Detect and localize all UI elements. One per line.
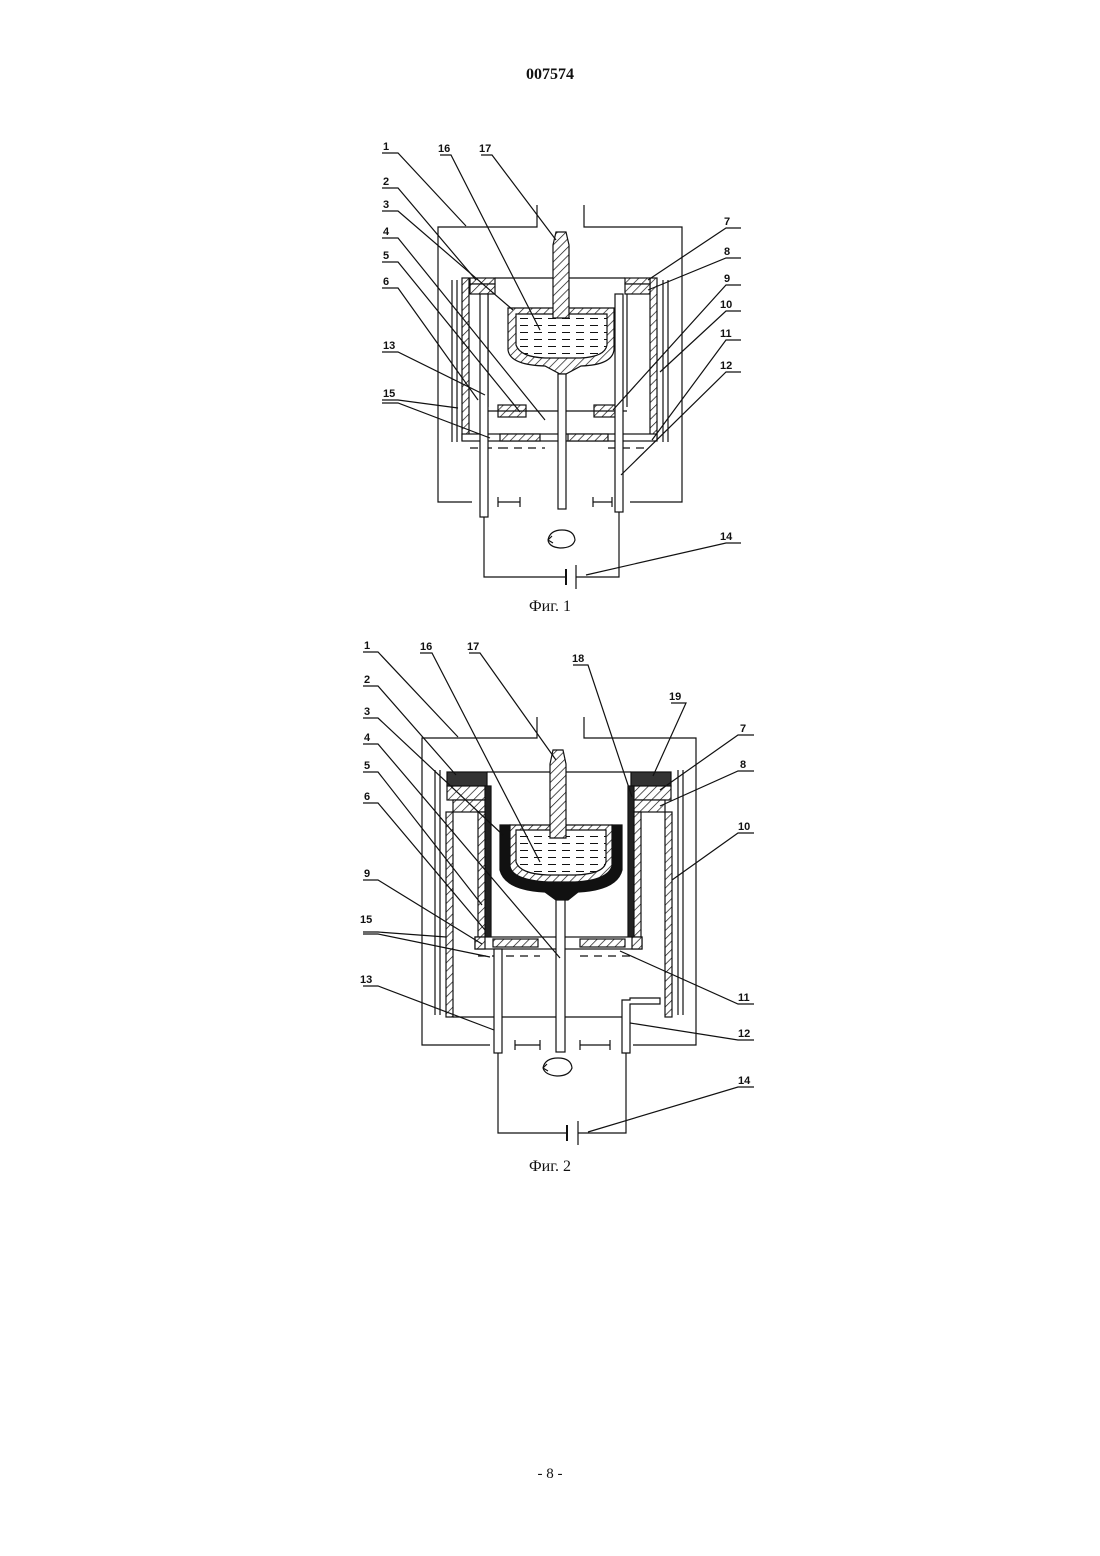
fig2-label-16: 16 <box>420 641 432 653</box>
fig1-label-17: 17 <box>479 143 491 155</box>
fig1-label-15: 15 <box>383 388 395 400</box>
fig2-label-18: 18 <box>572 653 584 665</box>
fig2-label-10: 10 <box>738 821 750 833</box>
fig2-label-9: 9 <box>364 868 370 880</box>
fig1-label-9: 9 <box>724 273 730 285</box>
fig2-label-8: 8 <box>740 759 746 771</box>
fig2-label-13: 13 <box>360 974 372 986</box>
fig1-label-7: 7 <box>724 216 730 228</box>
fig2-label-17: 17 <box>467 641 479 653</box>
page-number: - 8 - <box>0 1466 1100 1483</box>
fig1-label-10: 10 <box>720 299 732 311</box>
fig2-label-7: 7 <box>740 723 746 735</box>
figure-1-caption: Фиг. 1 <box>0 598 1100 616</box>
fig2-label-1: 1 <box>364 640 370 652</box>
fig2-label-14: 14 <box>738 1075 751 1087</box>
fig1-label-13: 13 <box>383 340 395 352</box>
fig2-label-3: 3 <box>364 706 370 718</box>
figure-1-diagram: 1 2 3 4 5 6 13 15 16 17 7 8 9 10 11 12 1… <box>0 130 1100 600</box>
fig1-label-12: 12 <box>720 360 732 372</box>
fig1-label-8: 8 <box>724 246 730 258</box>
figure-2-caption: Фиг. 2 <box>0 1158 1100 1176</box>
fig2-label-12: 12 <box>738 1028 750 1040</box>
fig2-label-2: 2 <box>364 674 370 686</box>
fig1-label-16: 16 <box>438 143 450 155</box>
fig2-label-5: 5 <box>364 760 370 772</box>
fig2-label-4: 4 <box>364 732 371 744</box>
fig2-label-19: 19 <box>669 691 681 703</box>
document-number: 007574 <box>0 66 1100 84</box>
fig1-label-5: 5 <box>383 250 389 262</box>
figure-2-diagram: 1 2 3 4 5 6 9 15 13 16 17 18 19 7 8 10 1… <box>0 635 1100 1160</box>
fig1-label-14: 14 <box>720 531 733 543</box>
fig1-label-2: 2 <box>383 176 389 188</box>
fig1-label-11: 11 <box>720 328 732 340</box>
fig2-label-15: 15 <box>360 914 372 926</box>
fig1-label-6: 6 <box>383 276 389 288</box>
fig2-label-6: 6 <box>364 791 370 803</box>
fig1-label-4: 4 <box>383 226 390 238</box>
fig1-label-3: 3 <box>383 199 389 211</box>
fig1-label-1: 1 <box>383 141 389 153</box>
fig2-label-11: 11 <box>738 992 750 1004</box>
